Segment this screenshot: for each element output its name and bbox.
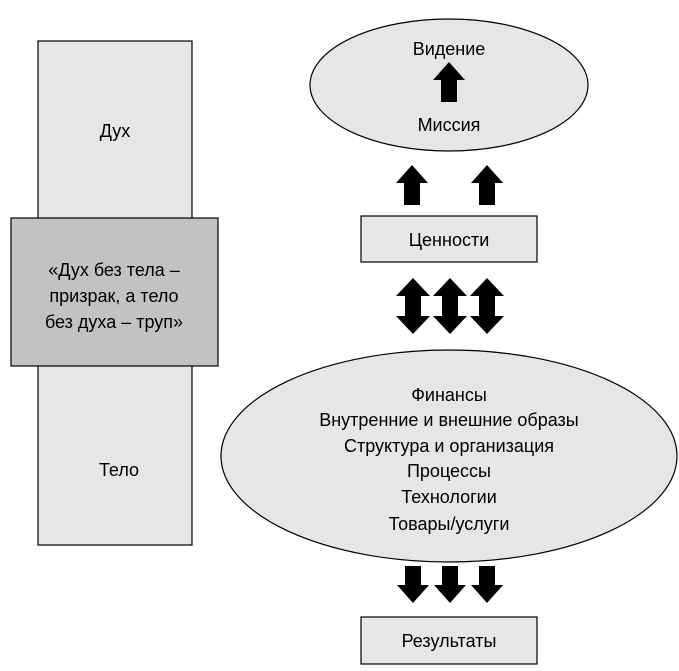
results-box <box>360 616 538 665</box>
quote-line-3: без духа – труп» <box>45 312 183 332</box>
values-box <box>360 215 538 263</box>
quote-line-2: призрак, а тело <box>49 286 178 306</box>
down-arrow-icon <box>397 566 429 603</box>
up-arrow-icon <box>471 165 503 205</box>
operations-line-products: Товары/услуги <box>389 514 510 534</box>
spirit-label: Дух <box>100 121 131 141</box>
values-label: Ценности <box>409 230 490 250</box>
mission-label: Миссия <box>418 115 481 135</box>
operations-line-processes: Процессы <box>407 461 491 481</box>
vision-label: Видение <box>413 39 486 59</box>
operations-line-technologies: Технологии <box>401 487 497 507</box>
down-arrow-icon <box>471 566 503 603</box>
up-arrow-icon <box>433 62 465 102</box>
quote-line-1: «Дух без тела – <box>48 260 180 280</box>
operations-ellipse <box>220 349 678 563</box>
operations-line-structure: Структура и организация <box>344 436 554 456</box>
body-label: Тело <box>99 460 139 480</box>
operations-line-finance: Финансы <box>411 385 487 405</box>
up-arrow-icon <box>396 165 428 205</box>
operations-line-images: Внутренние и внешние образы <box>319 410 579 430</box>
quote-box <box>10 217 219 367</box>
double-arrow-icon <box>470 278 504 334</box>
results-label: Результаты <box>402 631 497 651</box>
double-arrow-icon <box>433 278 467 334</box>
down-arrow-icon <box>434 566 466 603</box>
double-arrow-icon <box>396 278 430 334</box>
